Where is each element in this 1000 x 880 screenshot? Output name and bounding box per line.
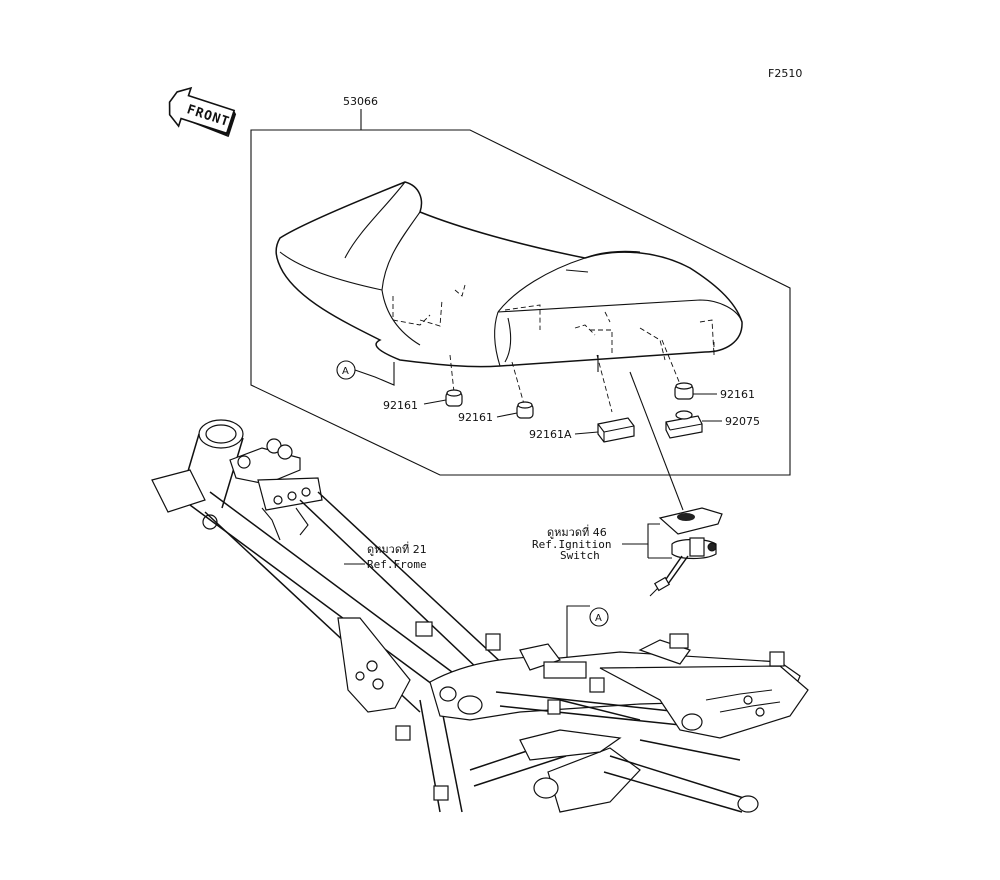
ignition-ref-line2: Ref.Ignition [532, 538, 611, 551]
grommet-a [445, 389, 463, 407]
cushion-block [665, 410, 703, 439]
frame-ref-line1: ดูหมวดที่ 21 [367, 541, 427, 556]
ignition-ref-line1: ดูหมวดที่ 46 [547, 524, 607, 539]
grommet-b [516, 401, 534, 419]
callout-a-bottom-letter: A [595, 613, 602, 624]
frame-drawing [151, 419, 809, 813]
grommet-b-label: 92161 [458, 411, 493, 424]
grommet-b-leader [496, 412, 518, 418]
grommet-a-leader [423, 399, 447, 405]
grommet-a-label: 92161 [383, 399, 418, 412]
ignition-lock-assembly [649, 507, 723, 597]
grommet-c [674, 382, 694, 400]
ignition-ref-line3: Switch [560, 549, 600, 562]
seat-part-number: 53066 [343, 95, 378, 108]
damper-leader [574, 431, 599, 435]
seat-assembly-boundary [250, 129, 791, 476]
damper-label: 92161A [529, 428, 572, 441]
callout-a-top-letter: A [342, 366, 349, 377]
ignition-ref-leader [622, 523, 660, 545]
grommet-c-label: 92161 [720, 388, 755, 401]
figure-code: F2510 [768, 67, 802, 80]
callout-a-top: A [336, 360, 395, 386]
seat-lock-link-line [629, 371, 684, 511]
front-arrow-icon: FRONT [168, 86, 237, 138]
seat-drawing [275, 181, 743, 413]
damper-block [597, 417, 635, 443]
cushion-label: 92075 [725, 415, 760, 428]
callout-a-bottom: A [566, 605, 609, 660]
